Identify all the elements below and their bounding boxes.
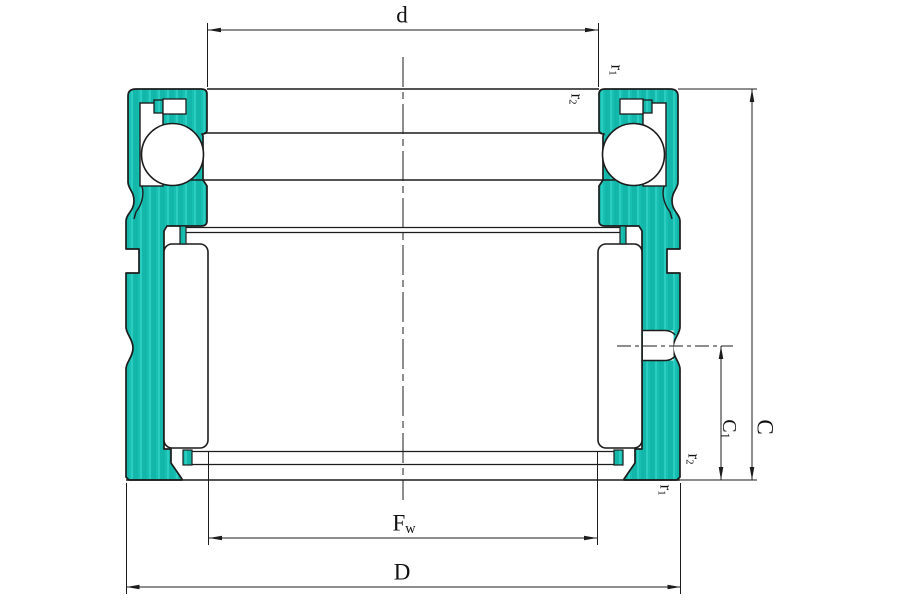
ball: [140, 122, 205, 187]
dim-label-C1-sub: 1: [717, 432, 732, 439]
dim-label-r1-bottom: r1: [655, 485, 676, 496]
r2-top-sub: 2: [566, 99, 578, 105]
shell-lip: [153, 99, 164, 114]
dimension-lines: [126, 23, 757, 594]
dimension-arrows: [126, 27, 755, 590]
needle-roller: [163, 243, 209, 449]
dim-label-r2-bottom: r2: [683, 454, 704, 465]
dim-label-width-C1: C1: [717, 419, 740, 439]
cage-rim-lower: [182, 449, 193, 466]
dim-label-width-C: C: [752, 419, 778, 435]
dim-label-d-base: d: [396, 2, 408, 28]
cage-rim-upper: [179, 225, 187, 245]
r1-bottom-sub: 1: [655, 490, 667, 496]
dim-label-bore-d: d: [396, 4, 408, 27]
dim-label-D-base: D: [393, 559, 411, 585]
r2-bottom-sub: 2: [683, 459, 695, 465]
dim-label-C1-base: C: [718, 419, 740, 433]
race-notch: [162, 98, 187, 115]
dim-label-raceway-Fw: Fw: [392, 510, 416, 538]
dim-label-C-base: C: [752, 419, 778, 435]
r1-top-sub: 1: [606, 70, 618, 76]
bearing-section-half: [125, 88, 209, 481]
dim-label-outer-D: D: [394, 561, 411, 584]
dim-label-Fw-sub: w: [405, 521, 416, 538]
dim-label-Fw-base: F: [392, 510, 406, 536]
dim-label-r1-top: r1: [606, 65, 627, 76]
dim-label-r2-top: r2: [566, 94, 587, 105]
outer-ring-section: [125, 88, 208, 481]
bearing-section-half-right: [597, 88, 681, 481]
